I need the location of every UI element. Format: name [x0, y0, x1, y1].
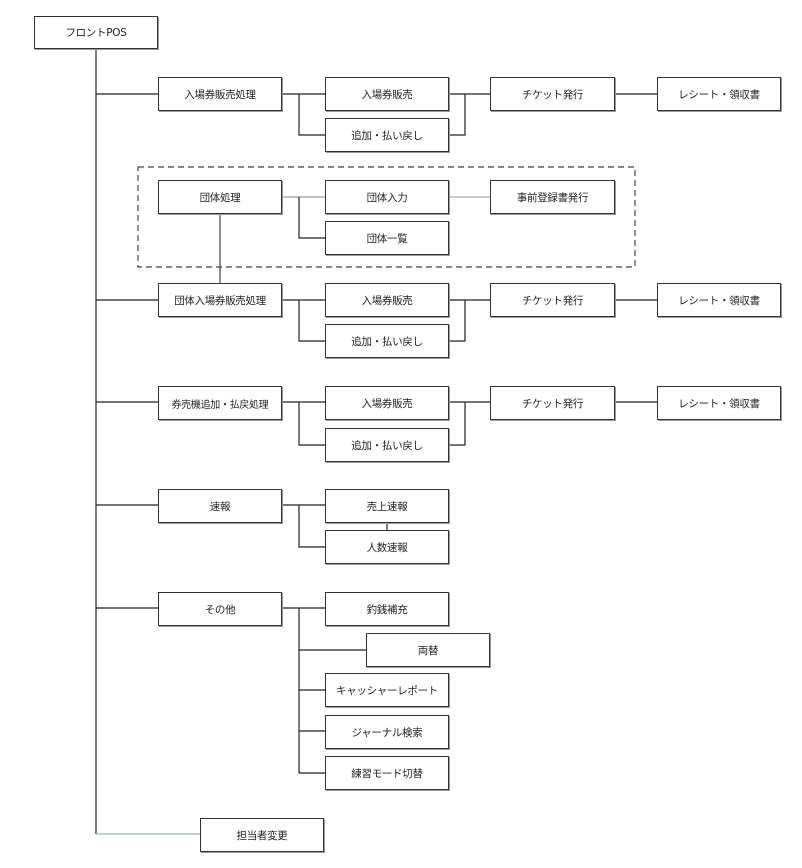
node-ticket-issue: チケット発行 — [490, 386, 615, 420]
node-add-refund: 追加・払い戻し — [325, 324, 449, 358]
node-cashier-report: キャッシャーレポート — [325, 673, 449, 707]
node-group-sales-process: 団体入場券販売処理 — [158, 283, 282, 317]
node-ticket-sales-process: 入場券販売処理 — [158, 77, 282, 111]
node-other: その他 — [158, 592, 282, 626]
node-add-refund: 追加・払い戻し — [325, 428, 449, 462]
node-group-list: 団体一覧 — [325, 221, 449, 255]
node-preregistration-issue: 事前登録書発行 — [490, 180, 615, 214]
node-receipt: レシート・領収書 — [657, 77, 781, 111]
node-ticket-sale: 入場券販売 — [325, 77, 449, 111]
node-staff-change: 担当者変更 — [200, 818, 324, 852]
node-people-report: 人数速報 — [325, 530, 449, 564]
node-receipt: レシート・領収書 — [657, 283, 781, 317]
node-front-pos: フロントPOS — [34, 16, 158, 49]
node-ticket-issue: チケット発行 — [490, 283, 615, 317]
node-report: 速報 — [158, 489, 282, 523]
node-exchange: 両替 — [366, 633, 490, 667]
node-training-mode: 練習モード切替 — [325, 756, 449, 790]
node-ticket-issue: チケット発行 — [490, 77, 615, 111]
node-journal-search: ジャーナル検索 — [325, 715, 449, 749]
node-group-input: 団体入力 — [325, 180, 449, 214]
node-machine-process: 券売機追加・払戻処理 — [158, 386, 282, 420]
node-add-refund: 追加・払い戻し — [325, 118, 449, 152]
node-change-fund: 釣銭補充 — [325, 592, 449, 626]
node-ticket-sale: 入場券販売 — [325, 283, 449, 317]
node-sales-report: 売上速報 — [325, 489, 449, 523]
node-receipt: レシート・領収書 — [657, 386, 781, 420]
node-group-process: 団体処理 — [158, 180, 282, 214]
group-dashed-boundary — [137, 166, 636, 268]
node-ticket-sale: 入場券販売 — [325, 386, 449, 420]
